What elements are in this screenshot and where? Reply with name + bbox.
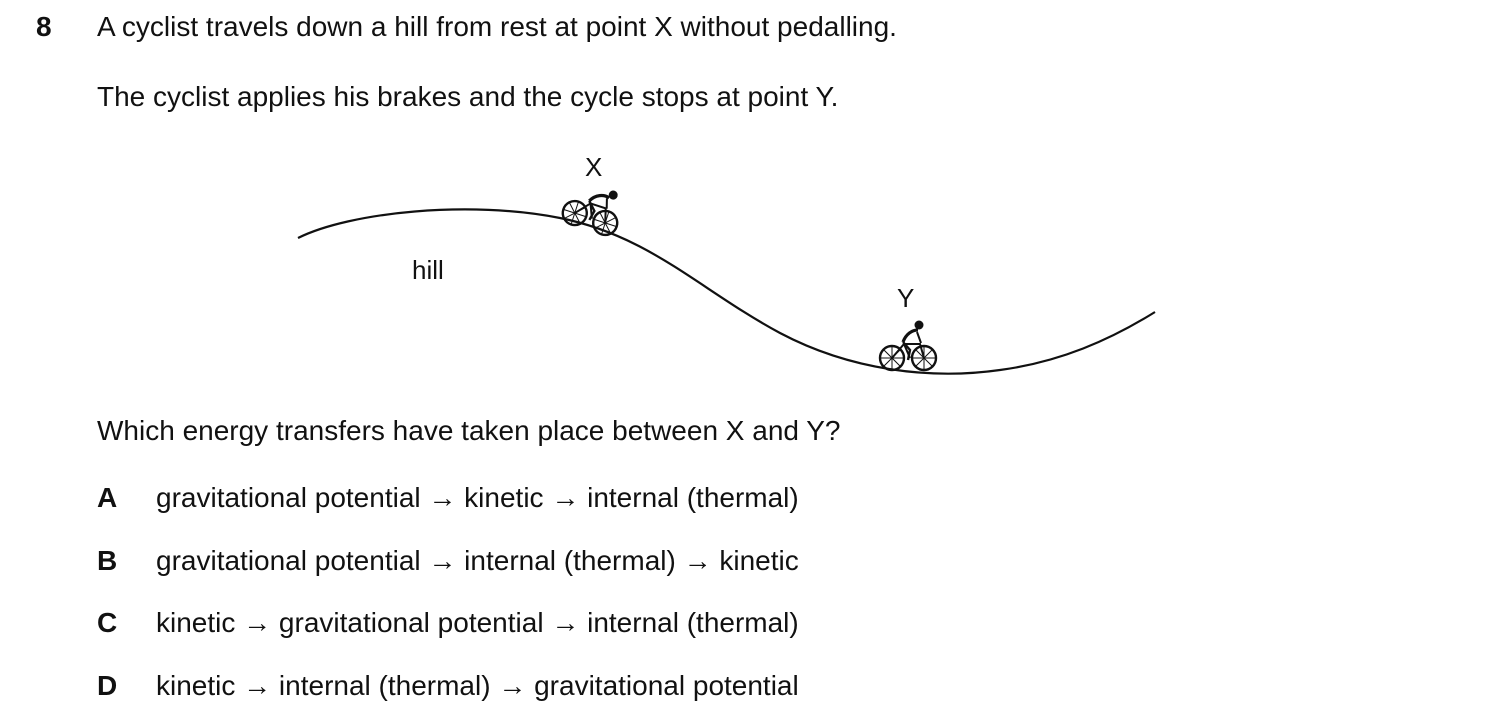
cyclist-icon (878, 320, 938, 372)
question-stem-line-1: A cyclist travels down a hill from rest … (97, 11, 897, 42)
option-letter: A (97, 482, 118, 513)
option-text: gravitational potential → internal (ther… (156, 545, 799, 576)
option-text: gravitational potential → kinetic → inte… (156, 482, 799, 513)
point-x-label: X (585, 152, 602, 182)
option-text: kinetic → gravitational potential → inte… (156, 607, 799, 638)
option-letter: D (97, 670, 118, 701)
hill-curve (297, 208, 1156, 375)
question-stem-line-2: The cyclist applies his brakes and the c… (97, 81, 839, 112)
question-prompt: Which energy transfers have taken place … (97, 415, 841, 446)
hill-label: hill (412, 255, 444, 285)
point-y-label: Y (897, 283, 914, 313)
option-letter: C (97, 607, 118, 638)
cyclist-icon (561, 190, 619, 237)
option-text: kinetic → internal (thermal) → gravitati… (156, 670, 799, 701)
question-number: 8 (36, 11, 52, 42)
option-letter: B (97, 545, 118, 576)
